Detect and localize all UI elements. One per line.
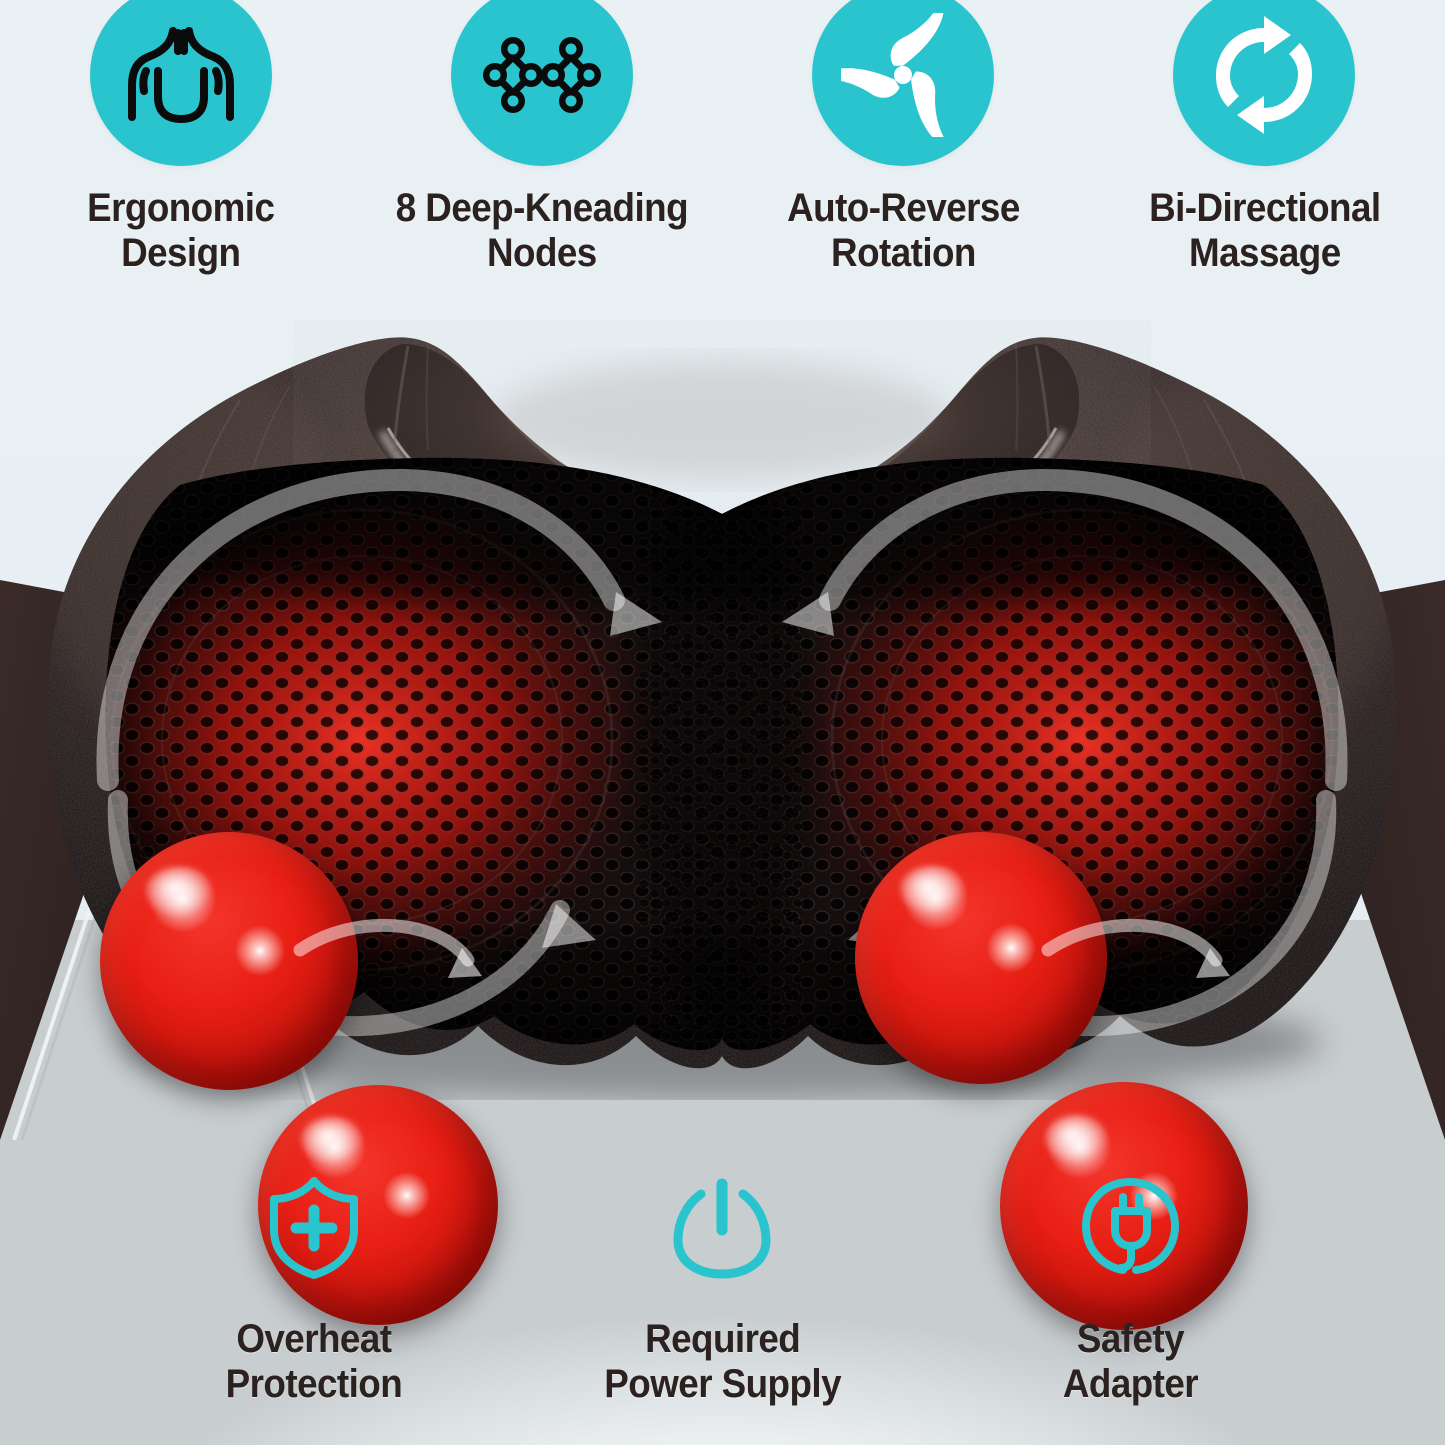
arrow-path-outer-right <box>819 468 1348 791</box>
feature-label-3: Auto-Reverse Rotation <box>786 186 1020 275</box>
top-feature-row: Ergonomic Design <box>0 0 1445 320</box>
bottom-feature-row: Overheat Protection Required Power Suppl… <box>0 1175 1445 1445</box>
power-icon <box>673 1178 771 1279</box>
feature-label-4: Bi-Directional Massage <box>1148 186 1381 275</box>
feature-required-power-supply[interactable]: Required Power Supply <box>518 1175 926 1445</box>
feature-bi-directional-massage[interactable]: Bi-Directional Massage <box>1084 0 1445 320</box>
bottom-label-2: Required Power Supply <box>604 1317 841 1406</box>
torso-shoulders-icon <box>127 27 234 123</box>
plug-circle-icon <box>1081 1177 1179 1274</box>
bottom-badge-2 <box>670 1175 774 1279</box>
bottom-badge-1 <box>262 1175 366 1279</box>
feature-safety-adapter[interactable]: Safety Adapter <box>927 1175 1335 1445</box>
feature-auto-reverse-rotation[interactable]: Auto-Reverse Rotation <box>723 0 1084 320</box>
product-photo <box>0 300 1445 1445</box>
feature-badge-2 <box>450 0 633 166</box>
massage-node-upper-left <box>100 832 358 1090</box>
rotating-fan-icon <box>841 13 953 137</box>
feature-label-2: 8 Deep-Kneading Nodes <box>395 186 689 275</box>
feature-overheat-protection[interactable]: Overheat Protection <box>110 1175 518 1445</box>
eight-nodes-icon <box>482 37 601 113</box>
bottom-label-3: Safety Adapter <box>1063 1317 1199 1406</box>
feature-badge-3 <box>812 0 995 166</box>
feature-deep-kneading-nodes[interactable]: 8 Deep-Kneading Nodes <box>361 0 722 320</box>
bottom-badge-3 <box>1079 1175 1183 1279</box>
sync-arrows-icon <box>1216 16 1313 134</box>
feature-badge-1 <box>89 0 272 166</box>
feature-badge-4 <box>1173 0 1356 166</box>
feature-label-1: Ergonomic Design <box>87 186 275 275</box>
bottom-label-1: Overheat Protection <box>225 1317 403 1406</box>
feature-ergonomic-design[interactable]: Ergonomic Design <box>0 0 361 320</box>
massage-node-upper-right <box>855 832 1107 1084</box>
shield-plus-icon <box>270 1177 359 1279</box>
